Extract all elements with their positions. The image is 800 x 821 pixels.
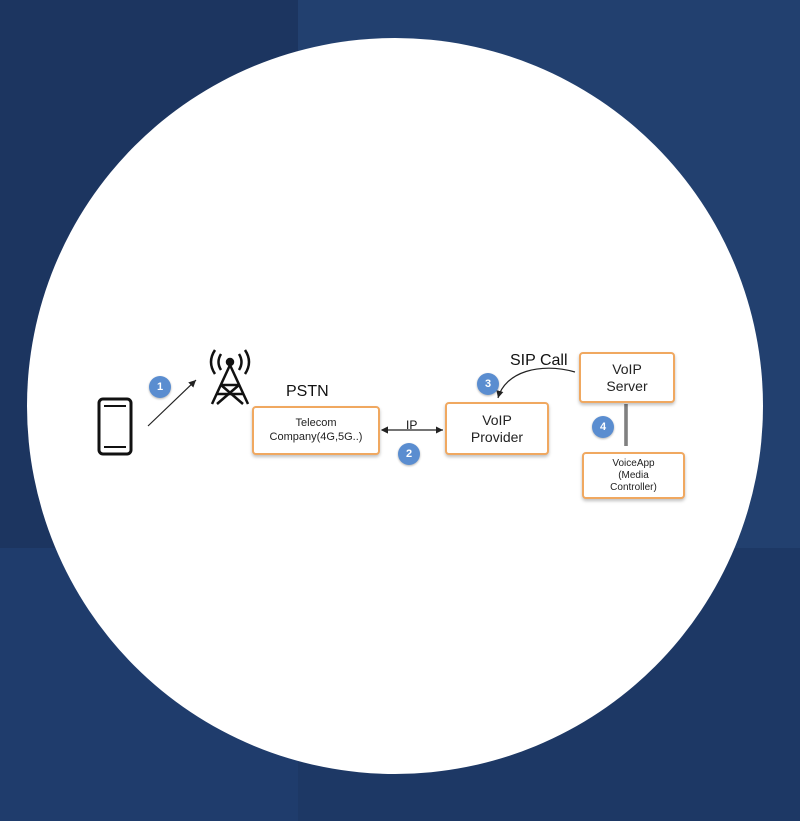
voip-provider-line: Provider — [470, 428, 524, 445]
voip-server-box: VoIP Server — [579, 352, 675, 403]
voiceapp-line: VoiceApp — [612, 457, 655, 469]
diagram-canvas — [27, 38, 763, 774]
mobile-phone-icon — [97, 397, 133, 456]
voiceapp-line: Controller) — [610, 481, 657, 493]
step-badge-4: 4 — [592, 416, 614, 438]
voip-server-line: VoIP — [612, 360, 642, 377]
telecom-box-line: Telecom — [295, 417, 337, 430]
pstn-label: PSTN — [286, 383, 329, 400]
voiceapp-box: VoiceApp (Media Controller) — [582, 452, 685, 499]
voiceapp-line: (Media — [618, 469, 649, 481]
step-badge-2: 2 — [398, 443, 420, 465]
ip-label: IP — [406, 418, 418, 432]
cell-tower-icon — [209, 349, 251, 405]
sip-call-label: SIP Call — [510, 352, 568, 369]
voip-provider-box: VoIP Provider — [445, 402, 549, 455]
step-badge-1: 1 — [149, 376, 171, 398]
phone-to-tower-arrow — [147, 379, 197, 427]
telecom-company-box: Telecom Company(4G,5G..) — [252, 406, 380, 455]
step-badge-3: 3 — [477, 373, 499, 395]
sip-call-arrow — [496, 367, 576, 399]
telecom-box-line: Company(4G,5G..) — [269, 430, 363, 443]
voip-server-line: Server — [606, 377, 648, 394]
voip-provider-line: VoIP — [482, 411, 512, 428]
